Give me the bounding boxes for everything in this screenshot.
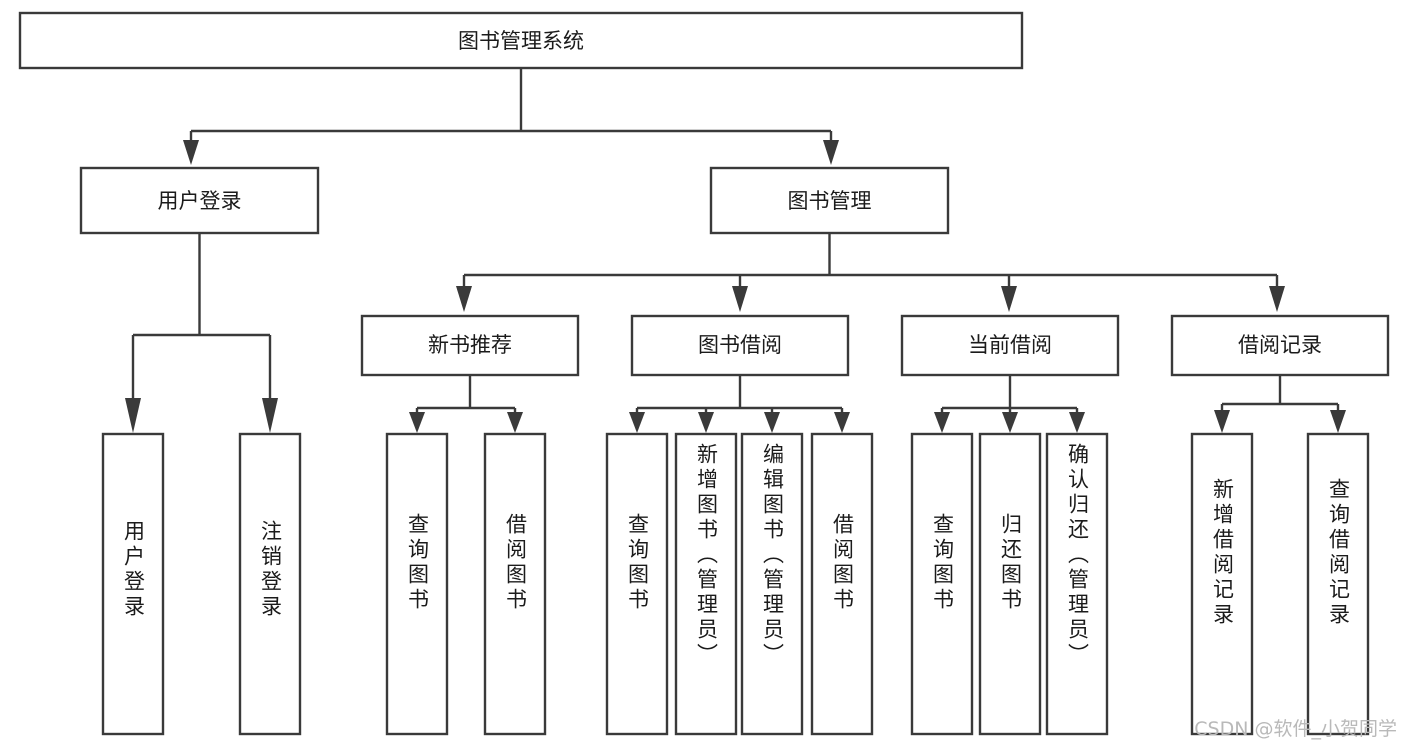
leaf-query-book-1-box[interactable]	[385, 432, 449, 736]
arrow-head-icon	[507, 412, 523, 433]
connector-new-book-recommend-to-leaves	[409, 375, 523, 433]
node-book-manage-label: 图书管理	[788, 189, 872, 213]
leaf-boxes	[101, 432, 1370, 736]
leaf-add-book-box[interactable]	[674, 432, 738, 736]
connector-book-manage-to-level3	[456, 233, 1285, 312]
arrow-head-icon	[1269, 286, 1285, 312]
node-current-borrow-label: 当前借阅	[968, 333, 1052, 357]
arrow-head-icon	[125, 398, 141, 433]
arrow-head-icon	[698, 412, 714, 433]
leaf-borrow-book-1-box[interactable]	[483, 432, 547, 736]
connector-current-borrow-to-leaves	[934, 375, 1085, 433]
connector-book-borrow-to-leaves	[629, 375, 850, 433]
arrow-head-icon	[764, 412, 780, 433]
arrow-head-icon	[409, 412, 425, 433]
arrow-head-icon	[456, 286, 472, 312]
leaf-add-record-box[interactable]	[1190, 432, 1254, 736]
leaf-edit-book-box[interactable]	[740, 432, 804, 736]
leaf-query-book-2-box[interactable]	[605, 432, 669, 736]
arrow-head-icon	[1214, 410, 1230, 433]
node-root-box[interactable]	[18, 11, 1024, 70]
leaf-user-login-box[interactable]	[101, 432, 165, 736]
node-borrow-record-label: 借阅记录	[1238, 333, 1322, 357]
csdn-watermark: CSDN @软件_小贺同学	[1194, 718, 1397, 740]
arrow-head-icon	[629, 412, 645, 433]
leaf-query-record-box[interactable]	[1306, 432, 1370, 736]
arrow-head-icon	[1330, 410, 1346, 433]
arrow-head-icon	[1002, 412, 1018, 433]
leaf-return-book-box[interactable]	[978, 432, 1042, 736]
node-root[interactable]: 图书管理系统	[18, 11, 1024, 70]
node-current-borrow[interactable]: 当前借阅	[900, 314, 1120, 377]
arrow-head-icon	[934, 412, 950, 433]
arrow-head-icon	[823, 140, 839, 165]
arrow-head-icon	[183, 140, 199, 165]
leaf-logout-login-box[interactable]	[238, 432, 302, 736]
node-book-borrow-label: 图书借阅	[698, 333, 782, 357]
connector-root-to-level2	[183, 68, 839, 165]
node-new-book-recommend[interactable]: 新书推荐	[360, 314, 580, 377]
node-user-login-label: 用户登录	[158, 189, 242, 213]
arrow-head-icon	[834, 412, 850, 433]
node-new-book-recommend-box[interactable]	[360, 314, 580, 377]
node-root-label: 图书管理系统	[458, 29, 584, 53]
connector-user-login-to-leaves	[125, 233, 278, 433]
leaf-query-book-3-box[interactable]	[910, 432, 974, 736]
node-user-login-box[interactable]	[79, 166, 320, 235]
node-book-manage[interactable]: 图书管理	[709, 166, 950, 235]
arrow-head-icon	[732, 286, 748, 312]
leaf-confirm-return-box[interactable]	[1045, 432, 1109, 736]
arrow-head-icon	[1069, 412, 1085, 433]
node-borrow-record[interactable]: 借阅记录	[1170, 314, 1390, 377]
arrow-head-icon	[262, 398, 278, 433]
arrow-head-icon	[1001, 286, 1017, 312]
node-new-book-recommend-label: 新书推荐	[428, 333, 512, 357]
leaf-borrow-book-2-box[interactable]	[810, 432, 874, 736]
node-user-login[interactable]: 用户登录	[79, 166, 320, 235]
node-book-borrow[interactable]: 图书借阅	[630, 314, 850, 377]
node-current-borrow-box[interactable]	[900, 314, 1120, 377]
connector-borrow-record-to-leaves	[1214, 375, 1346, 433]
